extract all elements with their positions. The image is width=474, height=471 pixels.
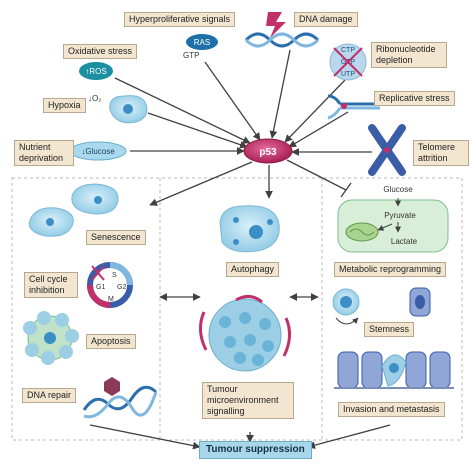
metabolic-cell-icon	[337, 198, 449, 253]
p53-outputs	[89, 159, 391, 450]
inhibit-bar	[340, 182, 352, 198]
label-senescence: Senescence	[86, 230, 146, 245]
p53-oval	[243, 138, 293, 164]
gtp-text: GTP	[183, 51, 199, 60]
label-metabolic: Metabolic reprogramming	[334, 262, 447, 277]
pyruvate-text: Pyruvate	[384, 211, 416, 220]
ctp-text: CTP	[341, 47, 355, 54]
invasion-icon	[334, 351, 454, 389]
lightning-icon	[266, 12, 286, 38]
label-hypoxia: Hypoxia	[43, 98, 86, 113]
hypoxia-cell-icon	[109, 95, 148, 124]
inhibit-to-right-outcomes	[286, 159, 347, 191]
senescence-cells-icon	[28, 183, 119, 237]
tumour-suppression-box: Tumour suppression	[199, 441, 312, 459]
ras-text: RAS	[194, 38, 210, 47]
arrow-hyperproliferative	[204, 61, 261, 141]
label-apoptosis: Apoptosis	[86, 334, 136, 349]
apoptosis-cell-icon	[23, 311, 79, 365]
autophagy-cell-icon	[219, 205, 280, 253]
utp-text: UTP	[341, 71, 355, 78]
arrow-hypoxia	[147, 112, 248, 149]
phase-s: S	[112, 272, 117, 279]
label-telomere: Telomere attrition	[413, 140, 469, 166]
label-cell-cycle: Cell cycle inhibition	[24, 272, 78, 298]
dna-repair-helix-icon	[82, 385, 158, 419]
label-tme: Tumour microenvironment signalling	[202, 382, 294, 419]
cell-cycle-icon: S G1 G2 M	[87, 262, 133, 308]
arrow-replicative	[288, 111, 349, 148]
dna-repair-hexagon	[104, 377, 120, 396]
chromosome-icon	[368, 124, 406, 176]
stressor-arrows	[114, 49, 372, 156]
phase-g1: G1	[96, 284, 105, 291]
arrow-right-to-result	[307, 424, 391, 449]
label-oxidative: Oxidative stress	[63, 44, 138, 59]
ras-oval	[186, 34, 218, 50]
o2-text: ↓O₂	[88, 94, 101, 103]
label-ribonucleotide: Ribonucleotide depletion	[371, 42, 447, 68]
label-invasion: Invasion and metastasis	[338, 402, 445, 417]
tumour-mass-icon	[199, 295, 291, 372]
outcome-region-outline	[11, 177, 463, 441]
label-nutrient: Nutrient deprivation	[14, 140, 74, 166]
label-replicative: Replicative stress	[374, 91, 455, 106]
label-autophagy: Autophagy	[226, 262, 280, 277]
label-hyperproliferative: Hyperproliferative signals	[124, 12, 236, 27]
stemness-icon	[332, 287, 431, 325]
arrow-oxidative	[114, 77, 251, 144]
arrow-ribonucleotide	[284, 79, 346, 143]
phase-m: M	[108, 296, 114, 303]
glucose-low-text: ↓Glucose	[81, 147, 115, 156]
phase-g2: G2	[117, 284, 126, 291]
ros-text: ↑ROS	[85, 67, 106, 76]
arrow-left-to-result	[89, 424, 201, 450]
lactate-text: Lactate	[391, 237, 418, 246]
replicative-stress-dot	[341, 103, 347, 109]
p53-text: p53	[259, 147, 277, 158]
arrow-dna-damage	[269, 49, 291, 139]
ribonucleotide-icon: CTP GTP UTP	[329, 43, 367, 81]
label-dna-damage: DNA damage	[294, 12, 358, 27]
label-dna-repair: DNA repair	[22, 388, 77, 403]
dna-damage-helix-icon	[244, 32, 320, 48]
ros-oval	[79, 62, 113, 80]
replication-fork-icon	[327, 94, 380, 120]
glucose-text: Glucose	[383, 185, 413, 194]
arrow-to-left-outcomes	[149, 161, 253, 206]
label-stemness: Stemness	[364, 322, 415, 337]
